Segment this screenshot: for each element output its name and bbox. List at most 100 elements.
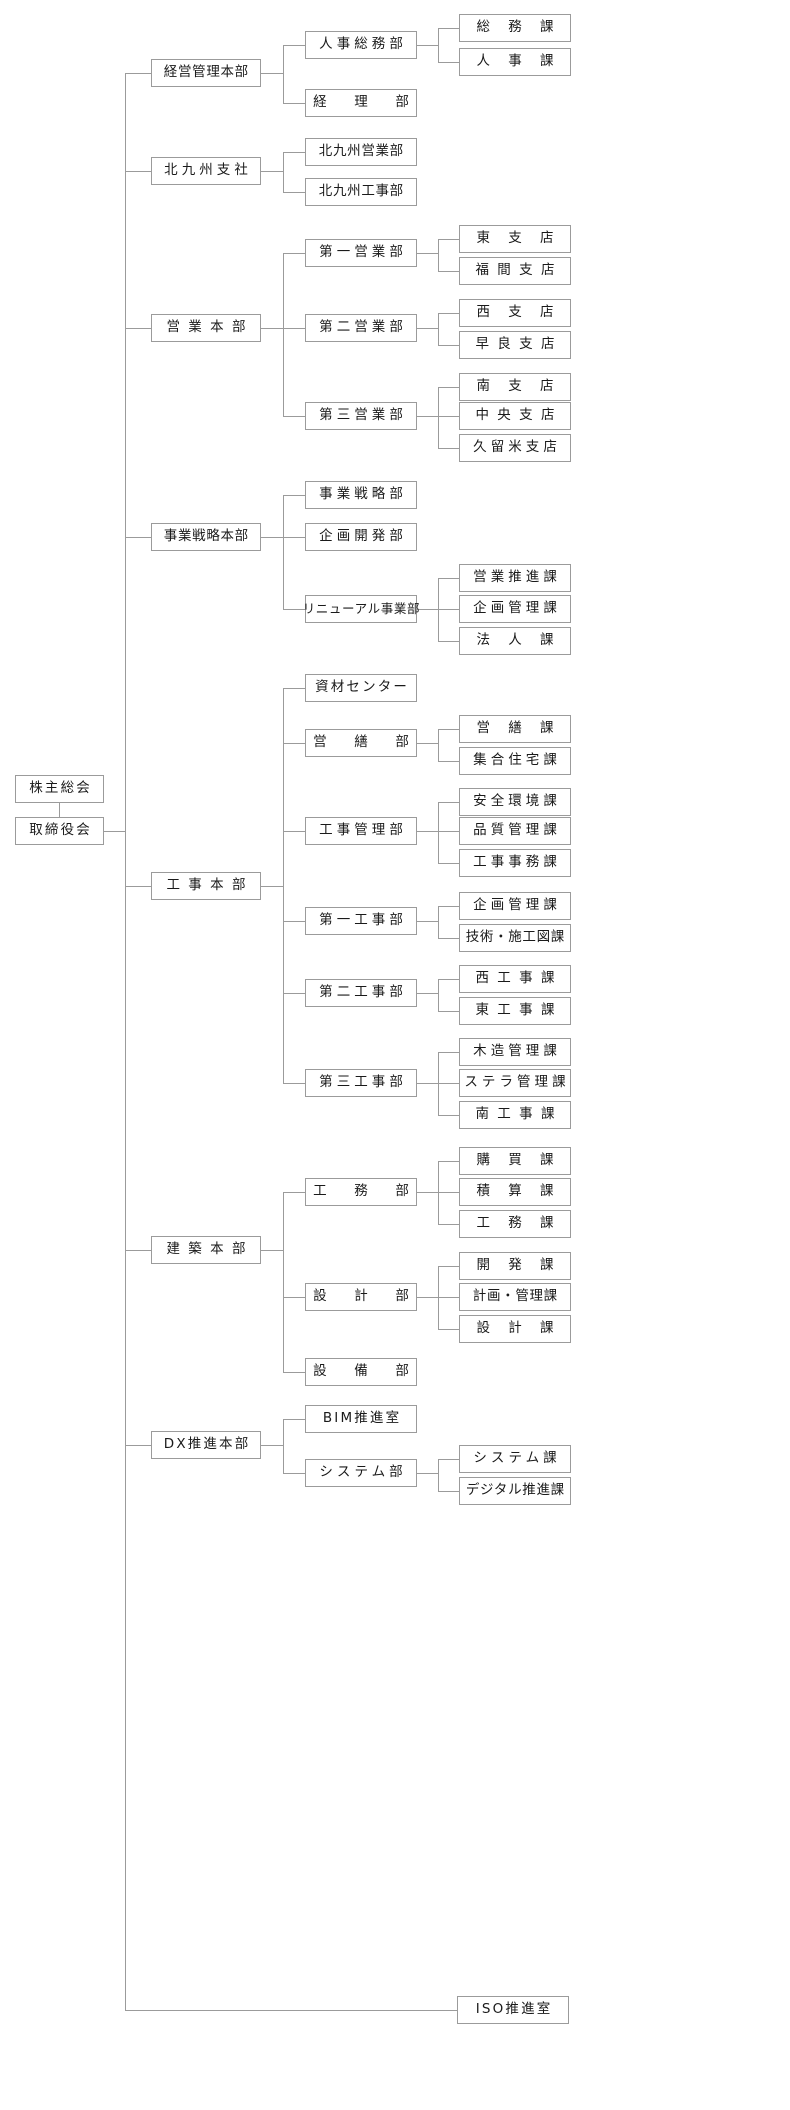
box-department-koji-kanri[interactable]: 工事管理部 (305, 817, 417, 845)
box-department-eigyo-1[interactable]: 第一営業部 (305, 239, 417, 267)
box-section-anzen-kankyo[interactable]: 安全環境課 (459, 788, 571, 816)
box-section-higashi-koji[interactable]: 東工事課 (459, 997, 571, 1025)
connector-d3-to-minami (438, 387, 459, 388)
box-division-koji[interactable]: 工事本部 (151, 872, 261, 900)
box-department-keiri[interactable]: 経理部 (305, 89, 417, 117)
connector-komu-right (417, 1192, 438, 1193)
connector-k3-to-mokuzo (438, 1052, 459, 1053)
connector-renewal-to-kikakukanri (438, 609, 459, 610)
box-department-koji-2[interactable]: 第二工事部 (305, 979, 417, 1007)
box-section-kikaku-kanri-koji[interactable]: 企画管理課 (459, 892, 571, 920)
box-division-jigyo-senryaku[interactable]: 事業戦略本部 (151, 523, 261, 551)
box-label: 株主総会 (29, 780, 92, 797)
connector-k3-to-stella (438, 1083, 459, 1084)
connector-eizen-right (417, 743, 438, 744)
box-section-mokuzo-kanri[interactable]: 木造管理課 (459, 1038, 571, 1066)
box-section-eigyo-suishin[interactable]: 営業推進課 (459, 564, 571, 592)
box-label: 第一工事部 (319, 912, 407, 929)
box-department-kitakyushu-eigyo[interactable]: 北九州営業部 (305, 138, 417, 166)
box-section-sekisan[interactable]: 積算課 (459, 1178, 571, 1206)
box-label: 法人課 (476, 632, 572, 649)
box-section-digital-suishin[interactable]: デジタル推進課 (459, 1477, 571, 1505)
connector-eigyo-to-d3 (283, 416, 305, 417)
box-section-shugo-jutaku[interactable]: 集合住宅課 (459, 747, 571, 775)
box-department-system[interactable]: システム部 (305, 1459, 417, 1487)
connector-d3-to-kurume (438, 448, 459, 449)
connector-jinji-to-jinjika (438, 62, 459, 63)
box-label: 技術・施工図課 (465, 929, 565, 946)
box-section-kobai[interactable]: 購買課 (459, 1147, 571, 1175)
box-department-koji-3[interactable]: 第三工事部 (305, 1069, 417, 1097)
box-department-kikaku-kaihatsu[interactable]: 企画開発部 (305, 523, 417, 551)
box-section-nishi-branch[interactable]: 西支店 (459, 299, 571, 327)
box-label: 人事総務部 (319, 36, 407, 53)
box-department-eizen[interactable]: 営繕部 (305, 729, 417, 757)
box-section-nishi-koji[interactable]: 西工事課 (459, 965, 571, 993)
connector-k1-right (417, 921, 438, 922)
connector-jinji-to-somu (438, 28, 459, 29)
box-shareholders-meeting[interactable]: 株主総会 (15, 775, 104, 803)
box-department-eigyo-3[interactable]: 第三営業部 (305, 402, 417, 430)
box-department-sekkei[interactable]: 設計部 (305, 1283, 417, 1311)
box-department-komu[interactable]: 工務部 (305, 1178, 417, 1206)
box-division-kitakyushu[interactable]: 北九州支社 (151, 157, 261, 185)
connector-sekkei-to-keikaku (438, 1297, 459, 1298)
box-section-koji-jimu[interactable]: 工事事務課 (459, 849, 571, 877)
box-division-keiei-kanri[interactable]: 経営管理本部 (151, 59, 261, 87)
box-section-keikaku-kanri[interactable]: 計画・管理課 (459, 1283, 571, 1311)
connector-kk-to-koji (283, 192, 305, 193)
connector-renewal-to-hojin (438, 641, 459, 642)
box-label: 北九州営業部 (318, 143, 404, 160)
box-section-gijutsu-sekozu[interactable]: 技術・施工図課 (459, 924, 571, 952)
box-department-jinji-somu[interactable]: 人事総務部 (305, 31, 417, 59)
box-section-kikaku-kanri-renewal[interactable]: 企画管理課 (459, 595, 571, 623)
connector-kenchiku-right (261, 1250, 283, 1251)
box-board-of-directors[interactable]: 取締役会 (15, 817, 104, 845)
box-section-higashi-branch[interactable]: 東支店 (459, 225, 571, 253)
box-department-jigyo-senryaku[interactable]: 事業戦略部 (305, 481, 417, 509)
connector-kenchiku-to-sekkei (283, 1297, 305, 1298)
connector-dx-vertical (283, 1419, 284, 1473)
box-section-minami-branch[interactable]: 南支店 (459, 373, 571, 401)
connector-jinji-vertical (438, 28, 439, 62)
connector-d1-to-higashi (438, 239, 459, 240)
box-section-sekkei[interactable]: 設計課 (459, 1315, 571, 1343)
connector-komu-to-sekisan (438, 1192, 459, 1193)
connector-eizen-to-eizenka (438, 729, 459, 730)
box-label: 久留米支店 (473, 439, 561, 456)
box-division-eigyo[interactable]: 営業本部 (151, 314, 261, 342)
box-section-komu[interactable]: 工務課 (459, 1210, 571, 1238)
box-department-renewal[interactable]: リニューアル事業部 (303, 595, 419, 623)
box-section-system[interactable]: システム課 (459, 1445, 571, 1473)
box-section-eizen[interactable]: 営繕課 (459, 715, 571, 743)
box-section-minami-koji[interactable]: 南工事課 (459, 1101, 571, 1129)
box-department-bim[interactable]: BIM推進室 (305, 1405, 417, 1433)
box-section-sawara-branch[interactable]: 早良支店 (459, 331, 571, 359)
box-section-stella-kanri[interactable]: ステラ管理課 (459, 1069, 571, 1097)
connector-k2-right (417, 993, 438, 994)
box-department-shizai-center[interactable]: 資材センター (305, 674, 417, 702)
box-label: 営業推進課 (473, 569, 561, 586)
box-section-hinshitsu-kanri[interactable]: 品質管理課 (459, 817, 571, 845)
box-department-koji-1[interactable]: 第一工事部 (305, 907, 417, 935)
box-section-chuo-branch[interactable]: 中央支店 (459, 402, 571, 430)
box-section-fukuma-branch[interactable]: 福間支店 (459, 257, 571, 285)
box-section-hojin[interactable]: 法人課 (459, 627, 571, 655)
box-division-dx[interactable]: DX推進本部 (151, 1431, 261, 1459)
connector-komu-to-komuka (438, 1224, 459, 1225)
box-iso-suishin-shitsu[interactable]: ISO推進室 (457, 1996, 569, 2024)
box-section-kaihatsu[interactable]: 開発課 (459, 1252, 571, 1280)
connector-eigyo-vertical (283, 253, 284, 416)
box-label: 工事本部 (166, 877, 254, 894)
box-department-eigyo-2[interactable]: 第二営業部 (305, 314, 417, 342)
box-section-kurume-branch[interactable]: 久留米支店 (459, 434, 571, 462)
box-section-jinji[interactable]: 人事課 (459, 48, 571, 76)
connector-eizen-to-shugo (438, 761, 459, 762)
box-label: ISO推進室 (475, 2001, 553, 2018)
box-division-kenchiku[interactable]: 建築本部 (151, 1236, 261, 1264)
connector-jigyo-to-renewal (283, 609, 305, 610)
box-department-setsubi[interactable]: 設備部 (305, 1358, 417, 1386)
connector-kanri-to-anzen (438, 802, 459, 803)
box-section-somu[interactable]: 総務課 (459, 14, 571, 42)
box-department-kitakyushu-koji[interactable]: 北九州工事部 (305, 178, 417, 206)
